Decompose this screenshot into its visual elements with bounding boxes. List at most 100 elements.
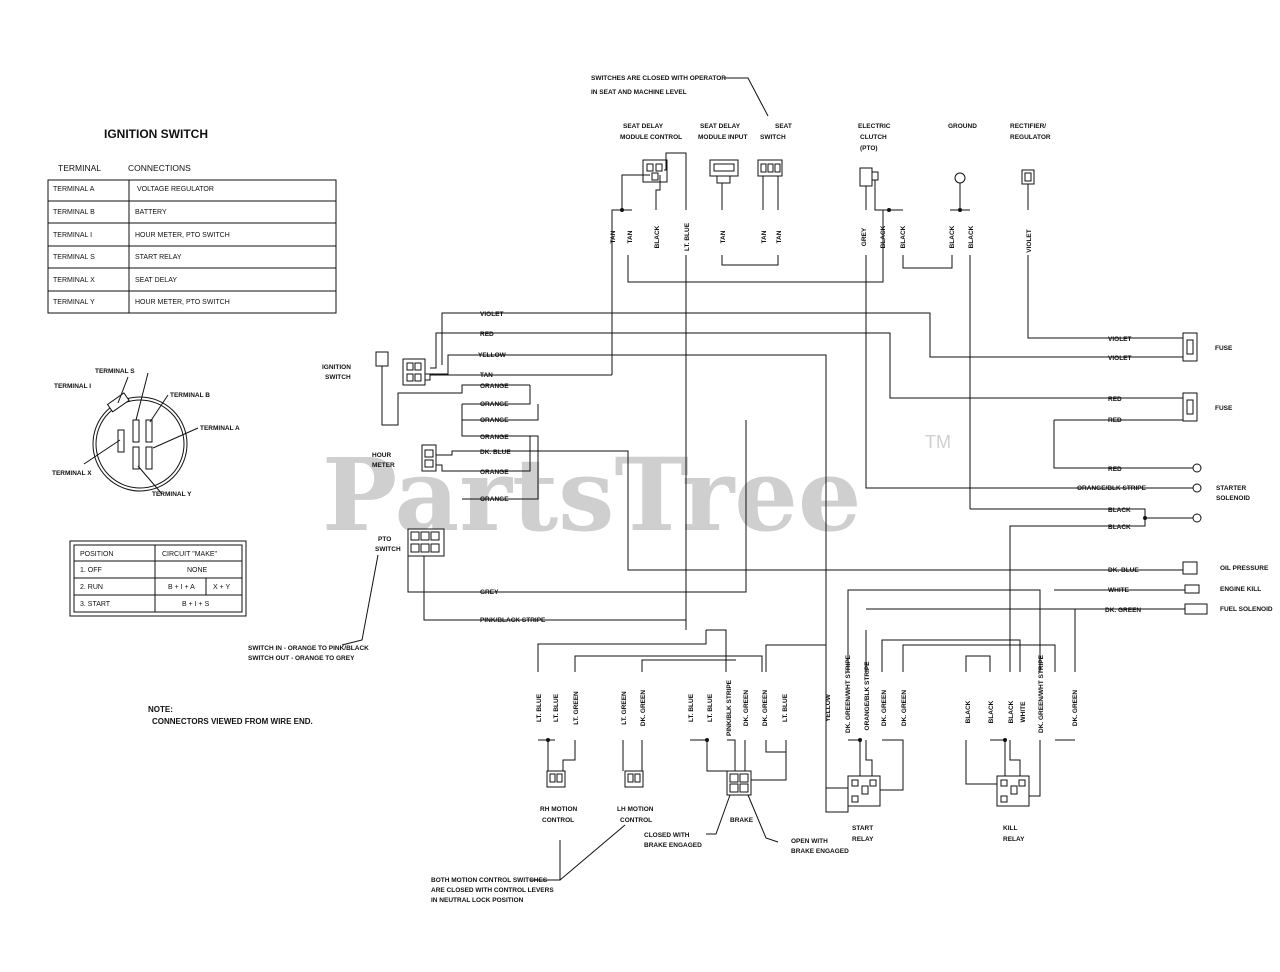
wire-label: TAN [776, 230, 783, 243]
position-row-label: 2. RUN [80, 584, 103, 591]
wire-label: ORANGE [480, 417, 509, 424]
ground-ring-terminal [954, 172, 966, 184]
col-position: POSITION [80, 551, 113, 558]
wire-label: TAN [720, 230, 727, 243]
terminal-b-blade [145, 419, 153, 443]
left-bus-wire-labels: VIOLET RED YELLOW TAN ORANGE ORANGE ORAN… [478, 311, 546, 624]
terminal-y-blade [132, 446, 140, 470]
start-relay-label-1: START [852, 825, 873, 832]
wire-label: BLACK [654, 225, 661, 248]
wire-label: ORANGE [480, 401, 509, 408]
clutch-connector [859, 167, 873, 187]
wire-label: BLACK [1008, 700, 1015, 723]
terminal-s-blade [132, 419, 140, 443]
wire-label: RED [480, 331, 494, 338]
position-row-make: B + I + A [168, 584, 195, 591]
wire-label: LT. BLUE [782, 693, 789, 722]
table-row-connection: VOLTAGE REGULATOR [137, 186, 214, 193]
hour-meter-label-1: HOUR [372, 452, 391, 459]
wire-label: LT. BLUE [688, 693, 695, 722]
oil-pressure-label: OIL PRESSURE [1220, 565, 1269, 572]
clutch-label-1: ELECTRIC [858, 123, 891, 130]
col-circuit: CIRCUIT "MAKE" [162, 551, 218, 558]
wire-label: VIOLET [1026, 229, 1033, 253]
wires [381, 152, 1193, 813]
wire-label: VIOLET [1108, 355, 1132, 362]
wire-label: DK. BLUE [1108, 567, 1139, 574]
closed-brake-line2: BRAKE ENGAGED [644, 842, 702, 849]
wire-label: DK. GREEN [743, 690, 750, 726]
fuse-1-label: FUSE [1215, 345, 1233, 352]
notes: SWITCH IN - ORANGE TO PINK/BLACK SWITCH … [148, 75, 849, 904]
position-row-make: NONE [187, 567, 208, 574]
motion-note-line1: BOTH MOTION CONTROL SWITCHES [431, 877, 548, 884]
oil-pressure-connector [1182, 561, 1198, 575]
seat-delay-ctrl-label-1: SEAT DELAY [623, 123, 664, 130]
table-row-terminal: TERMINAL B [53, 209, 95, 216]
wire-label: TAN [761, 230, 768, 243]
clutch-label-3: (PTO) [860, 145, 878, 152]
terminal-a-label: TERMINAL A [200, 425, 240, 432]
terminal-b-label: TERMINAL B [170, 392, 210, 399]
wire-label: RED [1108, 466, 1122, 473]
table-row-connection: HOUR METER, PTO SWITCH [135, 299, 230, 306]
seat-delay-ctrl-label-2: MODULE CONTROL [620, 134, 682, 141]
table-row-connection: START RELAY [135, 254, 182, 261]
closed-brake-line1: CLOSED WITH [644, 832, 690, 839]
wire-label: LT. GREEN [573, 691, 580, 725]
table-row-terminal: TERMINAL Y [53, 299, 95, 306]
wire-label: LT. BLUE [536, 693, 543, 722]
wire-label: DK. GREEN [901, 690, 908, 726]
col-connections: CONNECTIONS [128, 163, 191, 173]
switch-body-outer [92, 396, 188, 492]
position-row-label: 1. OFF [80, 567, 102, 574]
seat-switch-label-1: SEAT [775, 123, 792, 130]
seat-switch-label-2: SWITCH [760, 134, 786, 141]
wire-label: BLACK [1108, 507, 1131, 514]
hour-meter-label-2: METER [372, 462, 395, 469]
table-row-terminal: TERMINAL I [53, 232, 92, 239]
starter-post-3 [1192, 513, 1202, 523]
top-wire-labels: TAN TAN BLACK LT. BLUE TAN TAN TAN GREY … [610, 222, 1033, 252]
wire-label: LT. BLUE [684, 222, 691, 251]
wire-label: BLACK [965, 700, 972, 723]
wire-label: BLACK [968, 225, 975, 248]
wire-label: LT. BLUE [707, 693, 714, 722]
operator-note-line1: SWITCHES ARE CLOSED WITH OPERATOR [591, 75, 726, 82]
pto-switch-label-2: SWITCH [375, 546, 401, 553]
table-row-connection: HOUR METER, PTO SWITCH [135, 232, 230, 239]
table-row-terminal: TERMINAL A [53, 186, 95, 193]
starter-label-1: STARTER [1216, 485, 1247, 492]
motion-note-line2: ARE CLOSED WITH CONTROL LEVERS [431, 887, 554, 894]
wire-label: PINK/BLACK STRIPE [480, 617, 546, 624]
starter-label-2: SOLENOID [1216, 495, 1250, 502]
seat-delay-input-label-2: MODULE INPUT [698, 134, 748, 141]
left-components: IGNITION SWITCH HOUR METER PTO SWITCH [322, 351, 445, 557]
brake-label: BRAKE [730, 817, 754, 824]
table-row-terminal: TERMINAL X [53, 277, 95, 284]
position-row-make-2: X + Y [213, 584, 231, 591]
clutch-label-2: CLUTCH [860, 134, 887, 141]
operator-note-line2: IN SEAT AND MACHINE LEVEL [591, 89, 687, 96]
wire-label: LT. GREEN [621, 691, 628, 725]
ground-label: GROUND [948, 123, 977, 130]
rectifier-label-2: REGULATOR [1010, 134, 1051, 141]
ignition-switch-table: IGNITION SWITCH TERMINAL CONNECTIONS TER… [47, 127, 337, 314]
terminal-s-label: TERMINAL S [95, 368, 135, 375]
wire-label: ORANGE/BLK STRIPE [864, 661, 871, 731]
switch-body-inner [95, 399, 185, 489]
wire-label: BLACK [900, 225, 907, 248]
engine-kill-label: ENGINE KILL [1220, 586, 1261, 593]
seat-delay-input-label-1: SEAT DELAY [700, 123, 741, 130]
note-title: NOTE: [148, 705, 173, 714]
bottom-wire-labels: LT. BLUE LT. BLUE LT. GREEN LT. GREEN DK… [536, 654, 1079, 736]
wire-label: ORANGE [480, 496, 509, 503]
note-body: CONNECTORS VIEWED FROM WIRE END. [152, 717, 313, 726]
fuse-2-label: FUSE [1215, 405, 1233, 412]
wire-label: VIOLET [1108, 336, 1132, 343]
starter-post-2 [1192, 483, 1202, 493]
ignition-label-1: IGNITION [322, 364, 351, 371]
wire-label: DK. GREEN/WHT STRIPE [1038, 654, 1045, 733]
wire-label: GREY [861, 227, 868, 246]
